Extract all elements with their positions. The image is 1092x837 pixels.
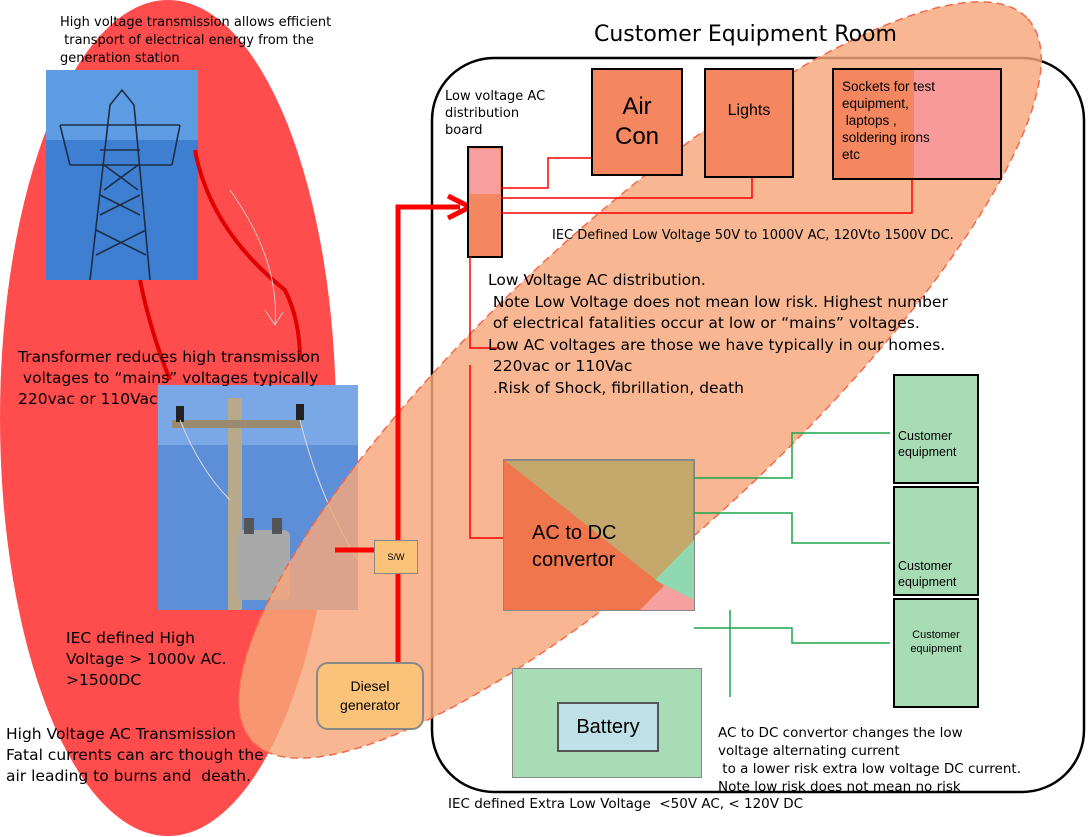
air-con-box: Air Con bbox=[591, 68, 683, 176]
low-voltage-distribution-note: Low Voltage AC distribution. Note Low Vo… bbox=[488, 270, 948, 399]
diesel-generator: Diesel generator bbox=[316, 662, 424, 730]
switch-label: S/W bbox=[388, 552, 405, 562]
transmission-note: High voltage transmission allows efficie… bbox=[60, 14, 331, 68]
extra-low-voltage-iec-definition: IEC defined Extra Low Voltage <50V AC, <… bbox=[448, 796, 803, 812]
room-title: Customer Equipment Room bbox=[594, 22, 897, 49]
lights-box: Lights bbox=[704, 68, 794, 178]
battery-inner: Battery bbox=[557, 702, 659, 752]
customer-equipment-3-label: Customer equipment bbox=[895, 628, 977, 656]
low-voltage-iec-definition: IEC Defined Low Voltage 50V to 1000V AC,… bbox=[552, 228, 954, 244]
customer-equipment-3: Customer equipment bbox=[893, 598, 979, 708]
customer-equipment-1: Customer equipment bbox=[893, 374, 979, 484]
lights-label: Lights bbox=[728, 102, 771, 176]
high-voltage-ac-transmission-note: High Voltage AC Transmission Fatal curre… bbox=[6, 724, 264, 787]
diesel-generator-label: Diesel generator bbox=[340, 677, 400, 715]
customer-equipment-2: Customer equipment bbox=[893, 486, 979, 596]
high-voltage-iec-definition: IEC defined High Voltage > 1000v AC. >15… bbox=[66, 628, 227, 691]
sockets-label: Sockets for test equipment, laptops , so… bbox=[842, 78, 935, 163]
extra-low-voltage-convertor-note: AC to DC convertor changes the low volta… bbox=[718, 724, 1021, 796]
sockets-box: Sockets for test equipment, laptops , so… bbox=[832, 68, 1002, 180]
battery-label: Battery bbox=[576, 716, 639, 739]
customer-equipment-2-label: Customer equipment bbox=[898, 558, 956, 590]
battery-box: Battery bbox=[512, 668, 702, 778]
distribution-board-label: Low voltage AC distribution board bbox=[445, 88, 545, 139]
transmission-tower-image bbox=[46, 70, 198, 280]
switch-box: S/W bbox=[374, 540, 418, 574]
air-con-label: Air Con bbox=[615, 92, 659, 152]
transformer-note: Transformer reduces high transmission vo… bbox=[18, 347, 320, 410]
convertor-label: AC to DC convertor bbox=[532, 520, 616, 574]
customer-equipment-1-label: Customer equipment bbox=[898, 428, 956, 460]
